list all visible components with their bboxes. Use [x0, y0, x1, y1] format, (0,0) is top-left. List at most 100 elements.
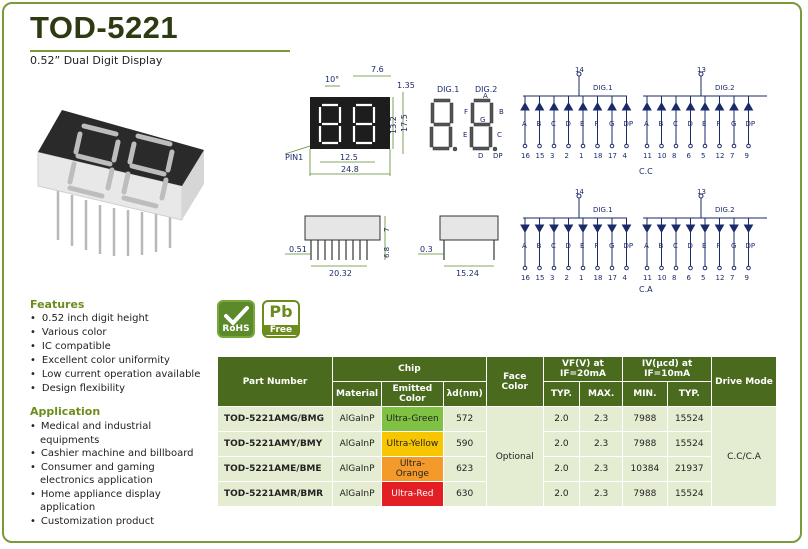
table-row: TOD-5221AME/BME AlGaInP Ultra-Orange 623… — [217, 456, 777, 482]
cc-led: DP9 — [743, 96, 756, 160]
application-item: Medical and industrial equipments — [30, 420, 210, 447]
ca-led: C8 — [671, 218, 681, 282]
cell-vf-typ: 2.0 — [542, 456, 581, 482]
cc-led: F18 — [592, 96, 602, 160]
application-item: Consumer and gaming electronics applicat… — [30, 461, 210, 488]
cc-seg-label: C — [673, 120, 678, 128]
ca-pin-label: 12 — [716, 274, 725, 282]
cc-seg-label: G — [609, 120, 614, 128]
cc-seg-label: DP — [746, 120, 756, 128]
col-drive-mode: Drive Mode — [711, 356, 777, 407]
features-heading: Features — [30, 298, 85, 311]
cell-iv-typ: 15524 — [666, 406, 713, 432]
ca-title: C.A — [639, 285, 653, 294]
seg-dig2-label: DIG.2 — [475, 85, 497, 94]
product-digits — [67, 123, 175, 209]
cc-seg-label: G — [731, 120, 736, 128]
side-view-drawing: 0.51 20.32 6.8 7 — [285, 215, 391, 278]
col-part-number: Part Number — [217, 356, 333, 407]
cc-pin-label: 5 — [701, 152, 705, 160]
cell-lambda: 572 — [442, 406, 487, 432]
ca-led: F 12 — [714, 218, 725, 282]
cc-title: C.C — [639, 167, 653, 176]
ca-seg-label: G — [609, 242, 614, 250]
cc-pin-label: 4 — [623, 152, 628, 160]
cell-color: Ultra-Red — [381, 481, 444, 507]
cc-pin-label: 8 — [672, 152, 676, 160]
ca-seg-label: A — [644, 242, 649, 250]
table-row: TOD-5221AMG/BMG AlGaInP Ultra-Green 572 … — [217, 406, 777, 507]
ca-seg-label: C — [673, 242, 678, 250]
cell-material: AlGaInP — [331, 456, 383, 482]
cell-vf-max: 2.3 — [579, 456, 624, 482]
ca-seg-label: G — [731, 242, 736, 250]
cell-vf-typ: 2.0 — [542, 431, 581, 457]
ca-com1-label: 14 — [575, 188, 584, 196]
cell-iv-typ: 21937 — [666, 456, 713, 482]
application-item: Home appliance display application — [30, 488, 210, 515]
page-subtitle: 0.52” Dual Digit Display — [30, 54, 163, 67]
cc-seg-label: D — [688, 120, 693, 128]
cell-lambda: 590 — [442, 431, 487, 457]
product-body-right — [182, 150, 204, 220]
spec-table: Part Number Chip Face Color VF(V) at IF=… — [217, 356, 777, 507]
ca-seg-label: B — [537, 242, 542, 250]
cc-seg-label: DP — [624, 120, 634, 128]
cell-part: TOD-5221AMR/BMR — [217, 481, 333, 507]
cc-led: C8 — [671, 96, 681, 160]
cc-com1-label: 14 — [575, 66, 584, 74]
col-emitted-color: Emitted Color — [381, 381, 444, 407]
ca-seg-label: C — [551, 242, 556, 250]
cell-color: Ultra-Green — [381, 406, 444, 432]
seg-g: G — [480, 116, 485, 124]
ca-pin-label: 11 — [643, 274, 652, 282]
ca-dig2-label: DIG.2 — [715, 206, 735, 214]
rohs-label: RoHS — [222, 324, 250, 334]
cc-seg-label: B — [659, 120, 664, 128]
ca-pin-label: 5 — [701, 274, 705, 282]
dim-h1: 13.2 — [389, 116, 398, 134]
ca-led: D6 — [685, 218, 696, 282]
ca-seg-label: E — [702, 242, 706, 250]
cc-led: A16 — [520, 96, 530, 160]
ca-seg-label: A — [522, 242, 527, 250]
cell-face-color: Optional — [485, 406, 544, 507]
end-view-drawing: 0.3 15.24 — [418, 215, 499, 278]
product-pins — [56, 190, 172, 256]
cc-seg-label: F — [595, 120, 599, 128]
cell-material: AlGaInP — [331, 481, 383, 507]
cc-pin-label: 6 — [687, 152, 692, 160]
cc-seg-label: C — [551, 120, 556, 128]
cell-part: TOD-5221AMY/BMY — [217, 431, 333, 457]
seg-d: D — [478, 152, 483, 160]
cc-led: G 17 — [607, 96, 617, 160]
cc-pin-label: 1 — [579, 152, 583, 160]
cell-iv-typ: 15524 — [666, 481, 713, 507]
ca-led: G7 — [729, 218, 739, 282]
ca-pin-label: 7 — [730, 274, 734, 282]
cell-part: TOD-5221AME/BME — [217, 456, 333, 482]
seg-b: B — [499, 108, 504, 116]
pb-free-badge: Pb Free — [262, 300, 300, 338]
cc-led: B10 — [656, 96, 666, 160]
col-iv-typ: TYP. — [666, 381, 713, 407]
page-title: TOD-5221 — [30, 10, 179, 45]
cc-seg-label: F — [717, 120, 721, 128]
cell-vf-typ: 2.0 — [542, 481, 581, 507]
ca-seg-label: D — [688, 242, 693, 250]
cc-led: F12 — [714, 96, 724, 160]
cell-color: Ultra-Orange — [381, 456, 444, 482]
ca-led: B15 — [534, 218, 544, 282]
feature-item: Excellent color uniformity — [30, 354, 200, 368]
seg-dp: DP — [493, 152, 503, 160]
ca-leds: A16B15C3D2E1F18G17DP4A11B10C8D6E5F12G7DP… — [520, 218, 755, 282]
ca-seg-label: F — [717, 242, 721, 250]
ca-led: B10 — [656, 218, 666, 282]
cell-drive-mode: C.C/C.A — [711, 406, 777, 507]
application-item: Customization product — [30, 515, 210, 529]
checkmark-icon — [224, 306, 249, 326]
cc-led: G7 — [729, 96, 739, 160]
cc-pin-label: 17 — [608, 152, 617, 160]
cc-pin-label: 7 — [730, 152, 734, 160]
ca-pin-label: 3 — [550, 274, 554, 282]
